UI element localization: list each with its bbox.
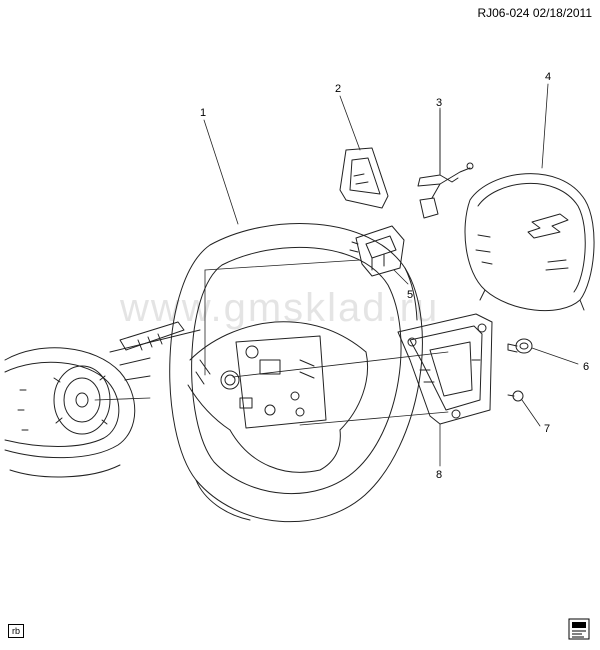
wiring-harness — [417, 109, 474, 219]
screw — [507, 390, 524, 402]
callout-1: 1 — [200, 107, 206, 119]
callout-6: 6 — [583, 361, 589, 373]
artist-code: rb — [8, 624, 25, 638]
reference-code: RJ06-024 — [477, 6, 530, 20]
airbag-module — [464, 173, 595, 312]
callout-7: 7 — [544, 423, 550, 435]
reference-date: 02/18/2011 — [532, 6, 592, 20]
leader-lines — [94, 83, 579, 467]
diagram-reference: RJ06-024 02/18/2011 — [477, 6, 592, 20]
watermark-text: www.gmsklad.ru — [120, 286, 440, 330]
steering-wheel-switch — [349, 225, 405, 277]
callout-5: 5 — [407, 289, 413, 301]
airbag-bracket — [397, 313, 493, 425]
steering-column — [4, 321, 201, 478]
callout-4: 4 — [545, 71, 551, 83]
callout-8: 8 — [436, 469, 442, 481]
steering-wheel — [169, 223, 423, 523]
callout-3: 3 — [436, 97, 442, 109]
switch-bezel — [339, 147, 389, 209]
publication-flag-icon — [568, 618, 590, 640]
pin-bolt — [507, 338, 533, 354]
callout-2: 2 — [335, 83, 341, 95]
